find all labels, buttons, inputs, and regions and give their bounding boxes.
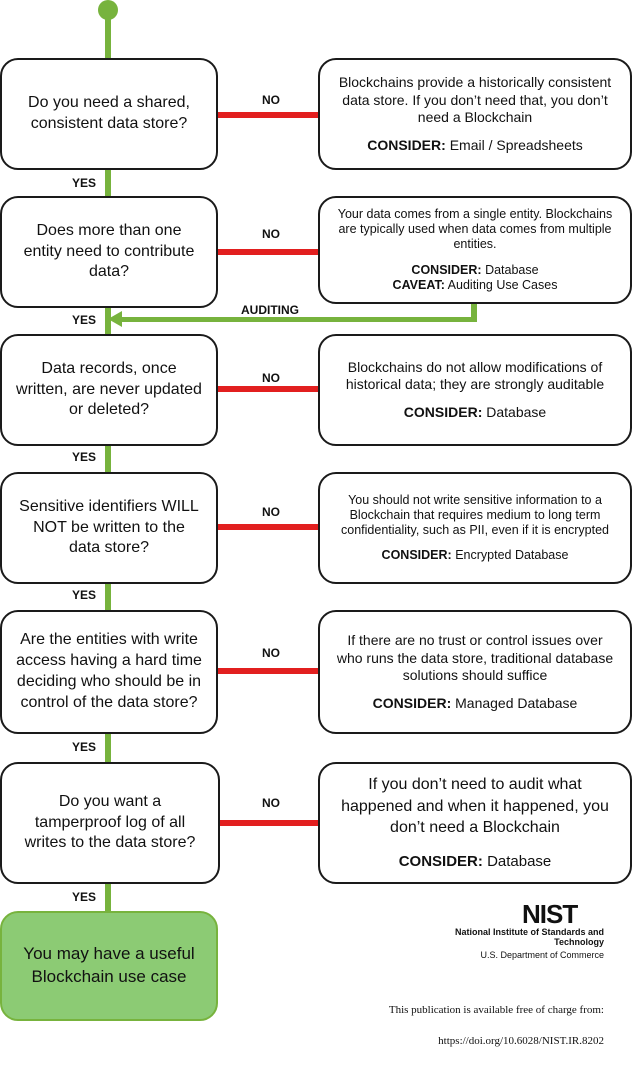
answer-text-2: Your data comes from a single entity. Bl…: [337, 206, 613, 252]
yes-connector-3: [105, 446, 111, 472]
caveat-2: CAVEAT: Auditing Use Cases: [393, 278, 558, 293]
answer-box-5: If there are no trust or control issues …: [318, 610, 632, 734]
consider-label-6: CONSIDER:: [398, 853, 483, 871]
question-box-4: Sensitive identifiers WILL NOT be writte…: [0, 472, 218, 584]
consider-3: CONSIDER: Database: [404, 404, 546, 422]
question-text-6: Do you want a tamperproof log of all wri…: [24, 792, 196, 852]
auditing-connector-up: [471, 304, 477, 322]
answer-box-2: Your data comes from a single entity. Bl…: [318, 196, 632, 304]
auditing-connector-horizontal: [118, 317, 477, 322]
yes-connector-5: [105, 734, 111, 762]
consider-label-3: CONSIDER:: [403, 403, 483, 420]
no-connector-5: [218, 668, 318, 674]
no-label-3: NO: [262, 371, 280, 385]
no-connector-4: [218, 524, 318, 530]
consider-label-1: CONSIDER:: [367, 136, 446, 153]
no-label-5: NO: [262, 646, 280, 660]
no-connector-2: [218, 249, 318, 255]
answer-box-1: Blockchains provide a historically consi…: [318, 58, 632, 170]
answer-text-3: Blockchains do not allow modifications o…: [345, 358, 605, 393]
no-label-1: NO: [262, 93, 280, 107]
yes-connector-1: [105, 170, 111, 196]
answer-box-6: If you don’t need to audit what happened…: [318, 762, 632, 884]
consider-value-5: Managed Database: [455, 694, 578, 711]
nist-org-name: National Institute of Standards and Tech…: [454, 927, 604, 948]
publication-note: This publication is available free of ch…: [330, 988, 604, 1065]
yes-connector-4: [105, 584, 111, 610]
no-connector-3: [218, 386, 318, 392]
answer-text-4: You should not write sensitive informati…: [341, 492, 609, 538]
question-box-6: Do you want a tamperproof log of all wri…: [0, 762, 220, 884]
consider-2: CONSIDER: Database: [411, 263, 538, 278]
question-text-4: Sensitive identifiers WILL NOT be writte…: [19, 497, 199, 557]
consider-6: CONSIDER: Database: [399, 853, 552, 872]
publication-line-2: https://doi.org/10.6028/NIST.IR.8202: [438, 1035, 604, 1048]
question-text-5: Are the entities with write access havin…: [16, 631, 202, 711]
yes-label-3: YES: [72, 450, 97, 464]
question-box-1: Do you need a shared, consistent data st…: [0, 58, 218, 170]
consider-1: CONSIDER: Email / Spreadsheets: [367, 137, 583, 155]
caveat-value-2: Auditing Use Cases: [447, 277, 558, 292]
answer-text-6: If you don’t need to audit what happened…: [341, 776, 609, 837]
consider-label-2: CONSIDER:: [411, 262, 482, 277]
consider-value-3: Database: [486, 403, 547, 420]
consider-4: CONSIDER: Encrypted Database: [382, 548, 569, 563]
consider-value-1: Email / Spreadsheets: [449, 136, 583, 153]
no-label-2: NO: [262, 227, 280, 241]
answer-text-1: Blockchains provide a historically consi…: [338, 74, 612, 125]
yes-connector-top: [105, 14, 111, 60]
yes-label-4: YES: [72, 588, 97, 602]
question-text-2: Does more than one entity need to contri…: [23, 221, 195, 281]
consider-label-4: CONSIDER:: [381, 548, 452, 563]
final-outcome-text: You may have a useful Blockchain use cas…: [23, 944, 195, 986]
start-dot: [98, 0, 118, 20]
question-box-2: Does more than one entity need to contri…: [0, 196, 218, 308]
answer-box-3: Blockchains do not allow modifications o…: [318, 334, 632, 446]
no-label-6: NO: [262, 796, 280, 810]
answer-box-4: You should not write sensitive informati…: [318, 472, 632, 584]
consider-label-5: CONSIDER:: [372, 694, 452, 711]
yes-label-2: YES: [72, 313, 97, 327]
final-outcome-box: You may have a useful Blockchain use cas…: [0, 911, 218, 1021]
auditing-label: AUDITING: [241, 303, 299, 317]
consider-value-4: Encrypted Database: [455, 548, 569, 563]
question-text-1: Do you need a shared, consistent data st…: [28, 94, 190, 132]
yes-label-5: YES: [72, 740, 97, 754]
nist-department: U.S. Department of Commerce: [480, 950, 604, 960]
yes-connector-6: [105, 884, 111, 912]
yes-label-1: YES: [72, 176, 97, 190]
auditing-arrow-head-icon: [108, 311, 122, 327]
yes-label-6: YES: [72, 890, 97, 904]
no-label-4: NO: [262, 505, 280, 519]
consider-5: CONSIDER: Managed Database: [373, 695, 578, 713]
consider-value-6: Database: [487, 853, 552, 871]
caveat-label-2: CAVEAT:: [392, 277, 445, 292]
question-box-3: Data records, once written, are never up…: [0, 334, 218, 446]
no-connector-6: [220, 820, 318, 826]
question-box-5: Are the entities with write access havin…: [0, 610, 218, 734]
question-text-3: Data records, once written, are never up…: [16, 359, 202, 419]
consider-value-2: Database: [485, 262, 539, 277]
answer-text-5: If there are no trust or control issues …: [336, 632, 614, 683]
yes-connector-2: [105, 308, 111, 334]
publication-line-1: This publication is available free of ch…: [388, 1004, 604, 1017]
nist-logo: NIST: [522, 899, 578, 929]
no-connector-1: [218, 112, 318, 118]
